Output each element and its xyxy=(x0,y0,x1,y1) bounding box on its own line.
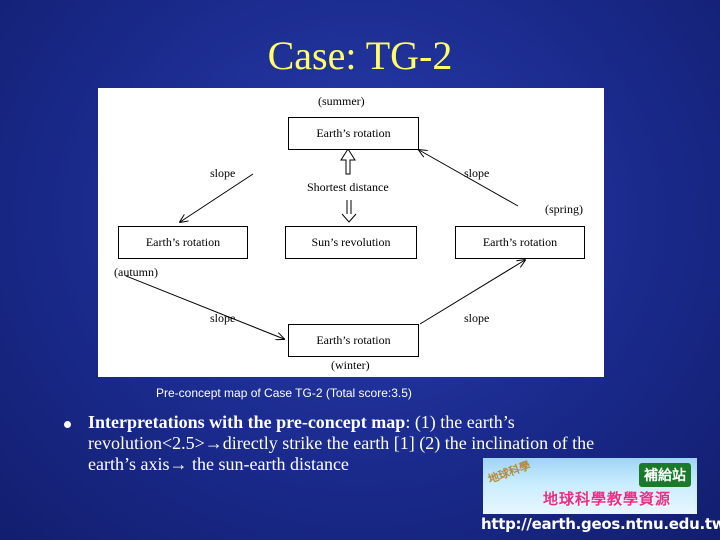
label-slope-top-left: slope xyxy=(210,166,236,180)
node-right-earth-rotation: Earth’s rotation xyxy=(455,226,585,259)
label-slope-top-right: slope xyxy=(464,166,490,180)
label-autumn: (autumn) xyxy=(114,265,158,279)
label-winter: (winter) xyxy=(331,358,370,372)
interpretation-line3b: the sun-earth distance xyxy=(187,454,349,474)
link-top-left xyxy=(180,173,254,222)
interpretation-bold: Interpretations with the pre-concept map xyxy=(88,412,406,432)
node-left-earth-rotation: Earth’s rotation xyxy=(118,226,248,259)
slide-title: Case: TG-2 xyxy=(267,33,453,78)
label-slope-bottom-right: slope xyxy=(464,311,490,325)
link-bottom-right xyxy=(419,260,525,325)
concept-map-links xyxy=(125,148,604,377)
double-arrow-down xyxy=(341,213,357,223)
logo-arc-text: 地球科學 xyxy=(486,458,533,487)
label-shortest-distance: Shortest distance xyxy=(307,180,389,194)
link-autumn-bottom xyxy=(125,275,284,339)
logo-main-text: 地球科學教學資源 xyxy=(543,490,672,508)
site-logo[interactable]: 地球科學 補給站 地球科學教學資源 xyxy=(483,458,697,514)
label-spring: (spring) xyxy=(545,202,583,216)
arrow-right-icon: → xyxy=(204,433,223,453)
concept-map: Earth’s rotation Earth’s rotation Sun’s … xyxy=(98,88,604,377)
diagram-caption: Pre-concept map of Case TG-2 (Total scor… xyxy=(156,386,412,400)
node-bottom-earth-rotation: Earth’s rotation xyxy=(288,324,419,357)
bullet-icon xyxy=(64,421,71,428)
footer-url-link[interactable]: http://earth.geos.ntnu.edu.tw xyxy=(481,515,720,533)
double-arrow-up xyxy=(340,148,356,175)
logo-badge: 補給站 xyxy=(639,463,691,487)
label-summer: (summer) xyxy=(318,94,365,108)
link-right-top xyxy=(419,150,519,207)
interpretation-line3: earth’s axis xyxy=(88,454,170,474)
arrow-right-icon: → xyxy=(169,454,188,474)
node-top-earth-rotation: Earth’s rotation xyxy=(288,117,419,150)
label-slope-bottom-left: slope xyxy=(210,311,236,325)
interpretation-line2: revolution<2.5> xyxy=(88,433,205,453)
interpretation-text: Interpretations with the pre-concept map… xyxy=(88,412,668,475)
interpretation-line2b: directly strike the earth [1] (2) the in… xyxy=(222,433,595,453)
node-center-sun-revolution: Sun’s revolution xyxy=(285,226,417,259)
interpretation-line1: : (1) the earth’s xyxy=(405,412,515,432)
